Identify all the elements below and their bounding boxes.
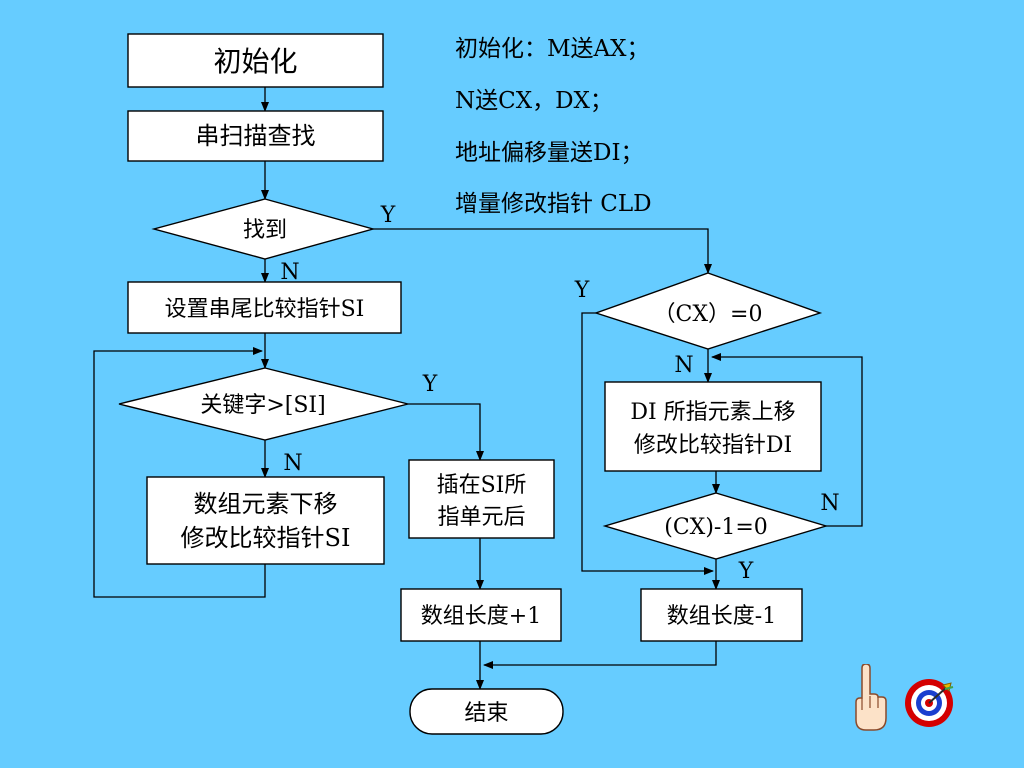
label-cx-dec-yes: Y	[738, 559, 754, 584]
target-return-icon[interactable]	[903, 677, 955, 729]
pointing-hand-icon[interactable]	[850, 663, 890, 734]
node-end: 结束	[409, 688, 564, 735]
node-insert-line2: 指单元后	[437, 505, 525, 530]
note-line-1: 初始化：M送AX；	[455, 36, 650, 62]
decision-cx-zero: （CX）=0	[593, 272, 823, 350]
decision-cx-dec-label: (CX)-1=0	[664, 515, 768, 540]
decision-found-label: 找到	[243, 218, 287, 243]
note-line-3: 地址偏移量送DI；	[455, 140, 644, 166]
connectors	[93, 87, 863, 690]
arrow-lenminus-to-end	[483, 641, 717, 669]
label-cx-dec-no: N	[820, 491, 839, 516]
node-scan: 串扫描查找	[127, 110, 384, 162]
node-di-shift: DI 所指元素上移 修改比较指针DI	[604, 381, 822, 472]
arrow-cxzero-yes	[581, 312, 714, 575]
branch-labels: Y N Y N Y N N Y	[280, 203, 839, 584]
node-di-line1: DI 所指元素上移	[630, 400, 795, 425]
node-len-plus: 数组长度+1	[400, 588, 562, 642]
arrow-compare-yes	[408, 403, 484, 461]
node-len-minus-label: 数组长度-1	[667, 604, 776, 629]
label-found-yes: Y	[380, 203, 396, 228]
decision-compare: 关键字>[SI]	[118, 367, 409, 441]
node-len-minus: 数组长度-1	[640, 588, 803, 642]
node-init: 初始化	[127, 33, 384, 88]
node-shift: 数组元素下移 修改比较指针SI	[146, 476, 385, 565]
label-found-no: N	[280, 260, 299, 285]
node-len-plus-label: 数组长度+1	[421, 604, 541, 629]
decision-found: 找到	[151, 198, 376, 260]
arrow-found-yes	[373, 228, 712, 274]
label-cx-zero-no: N	[674, 353, 693, 378]
arrow-loop-back	[93, 347, 266, 598]
label-cx-zero-yes: Y	[574, 278, 590, 303]
arrow-dec-no-loop	[711, 353, 863, 527]
label-compare-no: N	[283, 451, 302, 476]
node-end-label: 结束	[464, 701, 508, 726]
decision-cx-dec: (CX)-1=0	[602, 492, 829, 560]
note-line-4: 增量修改指针 CLD	[455, 191, 652, 217]
note-line-2: N送CX，DX；	[455, 88, 613, 114]
node-shift-line2: 修改比较指针SI	[181, 524, 351, 552]
node-init-label: 初始化	[213, 45, 297, 78]
decision-compare-label: 关键字>[SI]	[200, 393, 325, 418]
node-scan-label: 串扫描查找	[196, 122, 316, 150]
node-insert: 插在SI所 指单元后	[408, 459, 555, 539]
node-set-pointer-label: 设置串尾比较指针SI	[165, 297, 365, 322]
node-shift-line1: 数组元素下移	[194, 490, 338, 518]
label-compare-yes: Y	[422, 372, 438, 397]
node-insert-line1: 插在SI所	[437, 473, 527, 498]
node-di-line2: 修改比较指针DI	[634, 433, 792, 458]
decision-cx-zero-label: （CX）=0	[654, 302, 763, 327]
node-set-pointer: 设置串尾比较指针SI	[127, 281, 402, 334]
